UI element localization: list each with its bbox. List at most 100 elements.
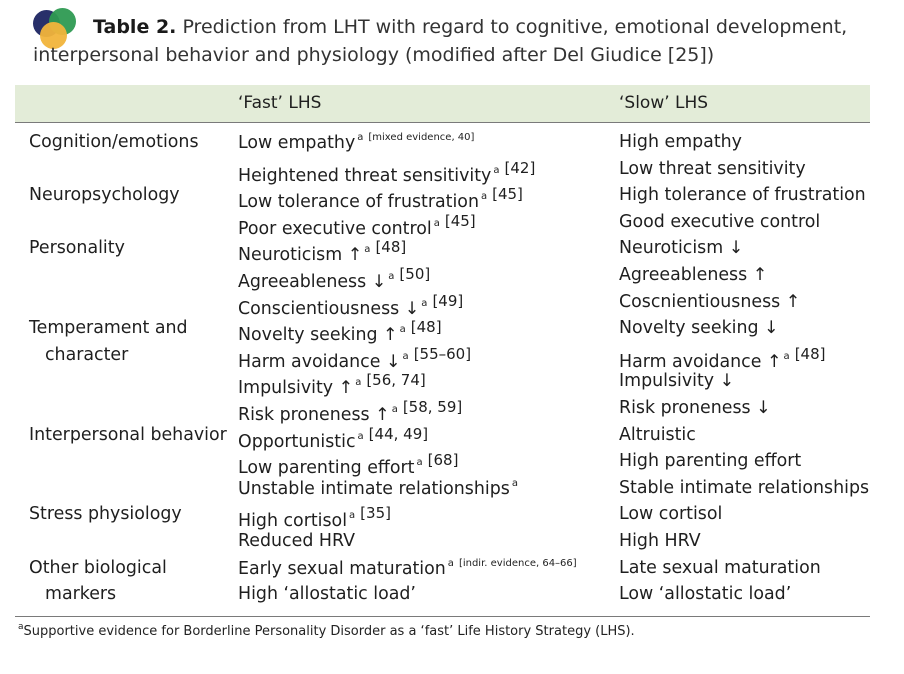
slow-lhs-cell: High empathy	[619, 132, 742, 152]
fast-lhs-footnote-ref: a [50]	[388, 265, 430, 283]
slow-lhs-footnote-ref: a [48]	[783, 345, 826, 363]
slow-lhs-cell: High HRV	[619, 531, 701, 551]
slow-lhs-text: Low threat sensitivity	[619, 158, 806, 179]
footnote-marker: a	[493, 164, 500, 176]
footnote-marker: a	[783, 350, 790, 362]
caption-line-2: interpersonal behavior and physiology (m…	[33, 44, 715, 66]
footnote-marker: a	[402, 350, 409, 362]
fast-lhs-text: Impulsivity ↑	[238, 378, 354, 399]
fast-lhs-text: Early sexual maturation	[238, 558, 446, 579]
fast-lhs-footnote-ref: a[mixed evidence, 40]	[357, 132, 474, 143]
fast-lhs-cell: Agreeableness ↓a[50]	[238, 265, 430, 292]
slow-lhs-cell: Agreeableness ↑	[619, 265, 767, 285]
header-slow-lhs: ‘Slow’ LHS	[619, 93, 709, 113]
table-label: Table 2.	[93, 16, 177, 38]
slow-lhs-cell: Low threat sensitivity	[619, 159, 806, 179]
slow-lhs-text: High tolerance of frustration	[619, 185, 866, 206]
fast-lhs-text: Novelty seeking ↑	[238, 325, 398, 346]
citation: [48]	[375, 238, 407, 257]
fast-lhs-text: Poor executive control	[238, 218, 432, 239]
slow-lhs-text: High HRV	[619, 530, 701, 551]
fast-lhs-footnote-ref: a[35]	[349, 504, 391, 522]
footnote-marker: a	[357, 132, 364, 143]
slow-lhs-text: Altruistic	[619, 424, 696, 445]
fast-lhs-footnote-ref: a[55–60]	[402, 345, 472, 363]
slow-lhs-text: Harm avoidance ↑	[619, 351, 782, 372]
slow-lhs-text: High parenting effort	[619, 451, 802, 472]
row-category: character	[45, 344, 129, 365]
slow-lhs-cell: Novelty seeking ↓	[619, 318, 779, 338]
lht-prediction-table: ‘Fast’ LHS ‘Slow’ LHS Cognition/emotions…	[15, 85, 870, 617]
table-row: Conscientiousness ↓a[49]Coscnientiousnes…	[15, 289, 870, 319]
footnote-marker: a	[416, 457, 423, 469]
fast-lhs-cell: Impulsivity ↑a [56, 74]	[238, 371, 426, 398]
slow-lhs-text: Good executive control	[619, 211, 821, 232]
fast-lhs-footnote-ref: a	[512, 478, 518, 489]
footnote-marker: a	[364, 244, 371, 256]
fast-lhs-text: Reduced HRV	[238, 530, 355, 551]
fast-lhs-text: High ‘allostatic load’	[238, 584, 416, 605]
fast-lhs-cell: Risk proneness ↑a[58, 59]	[238, 398, 462, 425]
footnote-text: Supportive evidence for Borderline Perso…	[23, 624, 635, 639]
slow-lhs-cell: Harm avoidance ↑a [48]	[619, 345, 825, 372]
citation: [49]	[432, 291, 464, 310]
table-row: Risk proneness ↑a[58, 59]Risk proneness …	[15, 395, 870, 425]
fast-lhs-footnote-ref: a[45]	[481, 185, 523, 203]
fast-lhs-footnote-ref: a[48]	[400, 318, 442, 336]
fast-lhs-footnote-ref: a[42]	[493, 159, 535, 177]
slow-lhs-cell: Impulsivity ↓	[619, 371, 734, 391]
fast-lhs-cell: Novelty seeking ↑a[48]	[238, 318, 442, 345]
citation: [56, 74]	[366, 371, 426, 390]
fast-lhs-cell: Conscientiousness ↓a[49]	[238, 292, 463, 319]
table-row: Agreeableness ↓a[50]Agreeableness ↑	[15, 262, 870, 292]
fast-lhs-cell: Neuroticism ↑a[48]	[238, 238, 406, 265]
fast-lhs-footnote-ref: a[indir. evidence, 64–66]	[448, 558, 577, 569]
slow-lhs-cell: High parenting effort	[619, 451, 801, 471]
citation: [68]	[427, 451, 459, 470]
fast-lhs-cell: Reduced HRV	[238, 531, 355, 551]
footnote-marker: a	[355, 377, 362, 389]
journal-logo	[30, 5, 82, 49]
slow-lhs-cell: Risk proneness ↓	[619, 398, 771, 418]
row-category: Neuropsychology	[29, 185, 180, 206]
fast-lhs-footnote-ref: a [56, 74]	[355, 371, 426, 389]
caption-line-1: Prediction from LHT with regard to cogni…	[182, 16, 848, 38]
table-row: Neuropsychology Low tolerance of frustrat…	[15, 182, 870, 212]
fast-lhs-text: Opportunistic	[238, 431, 356, 452]
table-footnote: aSupportive evidence for Borderline Pers…	[18, 622, 635, 639]
citation: [58, 59]	[402, 397, 463, 416]
footnote-marker: a	[349, 510, 356, 522]
row-category: Personality	[29, 238, 125, 259]
fast-lhs-text: Conscientiousness ↓	[238, 298, 420, 319]
slow-lhs-text: Late sexual maturation	[619, 557, 821, 578]
citation: [48]	[794, 344, 826, 363]
fast-lhs-text: Low tolerance of frustration	[238, 192, 479, 213]
table-caption: Table 2. Prediction from LHT with regard…	[33, 13, 883, 69]
footnote-marker: a	[388, 270, 395, 282]
fast-lhs-footnote-ref: a [68]	[416, 451, 459, 469]
fast-lhs-footnote-ref: a[44, 49]	[357, 425, 429, 443]
fast-lhs-cell: High ‘allostatic load’	[238, 584, 416, 604]
slow-lhs-text: Neuroticism ↓	[619, 238, 744, 259]
slow-lhs-text: High empathy	[619, 132, 742, 152]
table-bottom-rule	[15, 615, 870, 617]
footnote-marker: a	[357, 430, 364, 442]
table-row: Impulsivity ↑a [56, 74] Impulsivity ↓	[15, 368, 870, 398]
row-category: Temperament and	[29, 318, 188, 339]
footnote-marker: a	[391, 403, 398, 415]
slow-lhs-cell: Low ‘allostatic load’	[619, 584, 791, 604]
slow-lhs-text: Low ‘allostatic load’	[619, 584, 792, 605]
citation: [50]	[399, 264, 431, 283]
